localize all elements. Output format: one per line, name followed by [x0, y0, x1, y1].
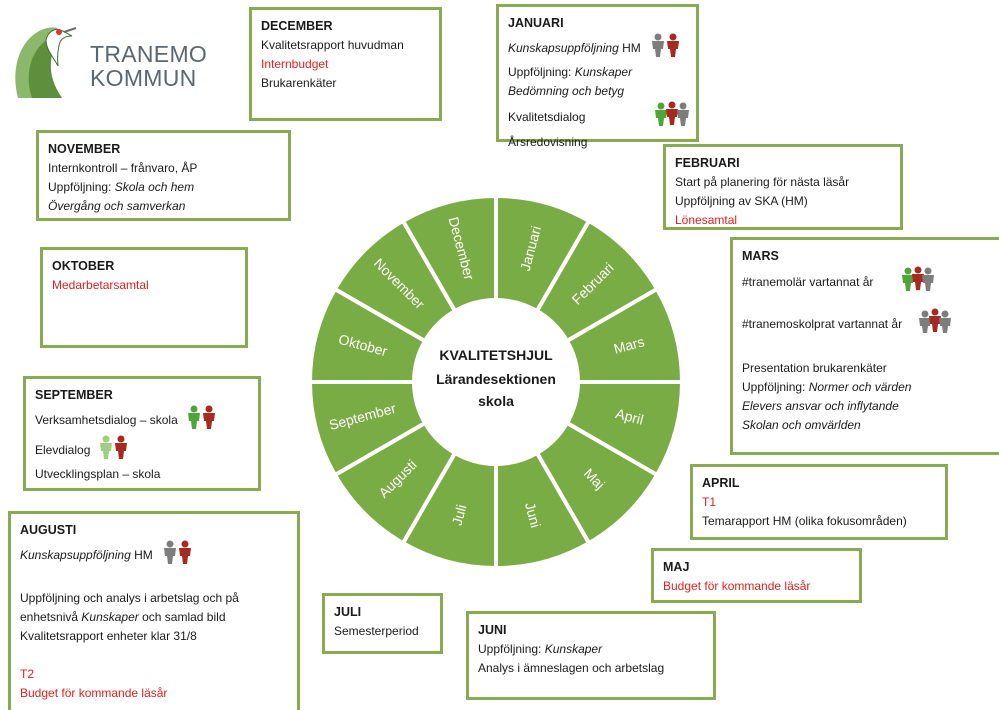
box-line: Internkontroll – frånvaro, ÅP: [48, 161, 198, 175]
box-line: Normer och värden: [808, 380, 912, 394]
people-group-icon: [901, 266, 935, 298]
box-december: DECEMBER Kvalitetsrapport huvudman Inter…: [249, 7, 442, 121]
box-line: T1: [702, 495, 717, 509]
people-group-icon: [653, 101, 693, 133]
box-line: Budget för kommande läsår: [20, 686, 168, 700]
box-september: SEPTEMBER Verksamhetsdialog – skola Elev…: [23, 376, 261, 491]
box-november: NOVEMBER Internkontroll – frånvaro, ÅP U…: [36, 130, 291, 221]
box-line: Elevdialog: [35, 442, 91, 457]
box-juli: JULI Semesterperiod: [322, 593, 443, 654]
box-line: Semesterperiod: [334, 624, 419, 638]
box-line: Kvalitetsrapport huvudman: [261, 38, 404, 52]
box-line: Kunskaper: [81, 610, 139, 624]
box-title: DECEMBER: [261, 19, 333, 33]
logo-text-line2: KOMMUN: [90, 65, 197, 91]
box-line: Årsredovisning: [508, 135, 588, 149]
wheel-segment-december: [400, 193, 498, 314]
box-title: JULI: [334, 605, 362, 619]
box-line: Kvalitetsdialog: [508, 109, 586, 124]
box-line: Analys i ämneslagen och arbetslag: [478, 661, 665, 675]
people-grey-red-icon: [649, 33, 683, 63]
box-line: Elevers ansvar och inflytande: [742, 399, 899, 413]
box-line: #tranemoskolprat vartannat år: [742, 316, 903, 331]
box-line: Bedömning och betyg: [508, 84, 625, 98]
box-title: JUNI: [478, 623, 507, 637]
crane-logo-icon: [15, 27, 77, 98]
box-line: Medarbetarsamtal: [52, 278, 149, 292]
box-line: Skola och hem: [114, 180, 195, 194]
box-title: AUGUSTI: [20, 523, 77, 537]
logo-text-line1: TRANEMO: [90, 41, 208, 67]
box-line: Lönesamtal: [675, 213, 738, 227]
box-line: Presentation brukarenkäter: [742, 361, 887, 375]
box-line: Uppföljning:: [742, 380, 806, 394]
box-mars: MARS #tranemolär vartannat år #tranemosk…: [730, 237, 999, 455]
box-title: APRIL: [702, 476, 740, 490]
box-line: Verksamhetsdialog – skola: [35, 412, 178, 427]
people-lightgreen-red-icon: [98, 435, 130, 465]
people-grey-red-icon: [161, 540, 195, 570]
box-line: Uppföljning:: [508, 65, 572, 79]
box-line: Uppföljning av SKA (HM): [675, 194, 808, 208]
people-green-red-icon: [186, 405, 218, 435]
box-line: Kunskaper: [544, 642, 603, 656]
box-line: Budget för kommande läsår: [663, 579, 811, 593]
box-line: Start på planering för nästa läsår: [675, 175, 850, 189]
box-line: Kunskapsuppföljning: [508, 40, 619, 55]
box-line: Kunskaper: [574, 65, 633, 79]
box-title: MARS: [742, 249, 779, 263]
box-title: SEPTEMBER: [35, 388, 113, 402]
box-line: Skolan och omvärlden: [742, 418, 861, 432]
wheel-center-subtitle: Lärandesektionen: [436, 371, 556, 387]
box-line: och samlad bild: [142, 610, 226, 624]
box-line: Kunskapsuppföljning: [20, 547, 131, 562]
box-line: Brukarenkäter: [261, 76, 337, 90]
box-line: HM: [622, 40, 641, 55]
box-line: Uppföljning:: [48, 180, 112, 194]
box-title: NOVEMBER: [48, 142, 121, 156]
wheel-label-juni: Juni: [522, 500, 544, 529]
box-line: T2: [20, 667, 35, 681]
wheel-center-subtitle-2: skola: [478, 393, 514, 409]
wheel-label-april: April: [614, 405, 645, 428]
box-line: Uppföljning och analys i arbetslag och p…: [20, 591, 239, 605]
box-line: Temarapport HM (olika fokusområden): [702, 514, 907, 528]
box-title: MAJ: [663, 560, 690, 574]
box-line: #tranemolär vartannat år: [742, 274, 874, 289]
box-oktober: OKTOBER Medarbetarsamtal: [40, 247, 248, 348]
box-juni: JUNI Uppföljning: Kunskaper Analys i ämn…: [466, 611, 716, 700]
box-line: Uppföljning:: [478, 642, 542, 656]
box-line: Utvecklingsplan – skola: [35, 467, 161, 481]
box-april: APRIL T1 Temarapport HM (olika fokusområ…: [690, 464, 948, 540]
tranemo-logo: TRANEMO KOMMUN: [10, 20, 207, 100]
box-line: HM: [134, 547, 153, 562]
people-group-icon: [918, 308, 952, 340]
box-februari: FEBRUARI Start på planering för nästa lä…: [663, 144, 903, 230]
box-maj: MAJ Budget för kommande läsår: [651, 548, 862, 603]
box-line: Övergång och samverkan: [48, 199, 186, 213]
wheel-label-mars: Mars: [612, 333, 646, 357]
box-line: Kvalitetsrapport enheter klar 31/8: [20, 629, 197, 643]
box-augusti: AUGUSTI Kunskapsuppföljning HM Uppföljni…: [8, 511, 300, 710]
box-title: JANUARI: [508, 16, 564, 30]
box-title: OKTOBER: [52, 259, 115, 273]
wheel-center-title: KVALITETSHJUL: [439, 347, 553, 363]
wheel-label-juli: Juli: [449, 503, 470, 527]
box-januari: JANUARI Kunskapsuppföljning HM Uppföljni…: [496, 4, 699, 149]
box-title: FEBRUARI: [675, 156, 740, 170]
box-line: enhetsnivå: [20, 610, 79, 624]
box-line: Internbudget: [261, 57, 329, 71]
